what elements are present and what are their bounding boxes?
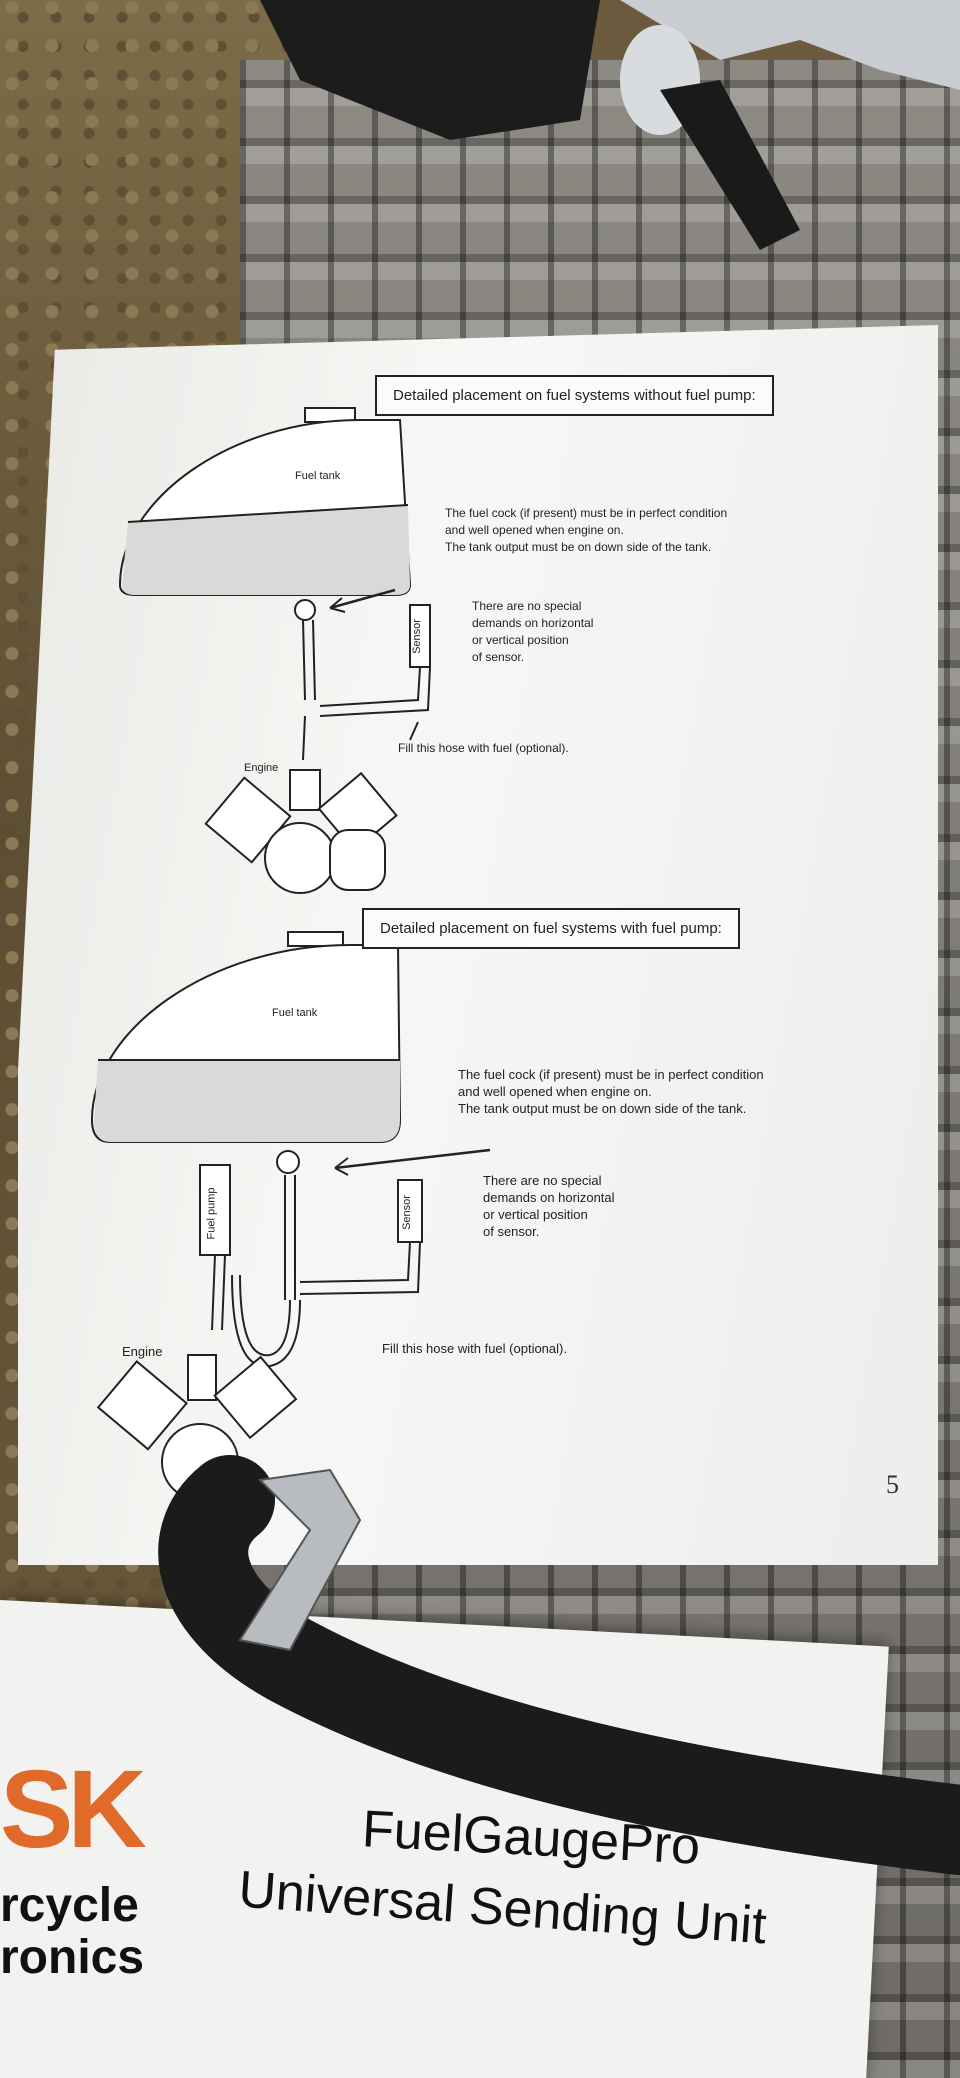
- section1-hose-note: Fill this hose with fuel (optional).: [398, 741, 569, 755]
- section2-cock-note: The fuel cock (if present) must be in pe…: [458, 1067, 764, 1116]
- hose-clamp: [238, 1468, 362, 1652]
- section1-title: Detailed placement on fuel systems witho…: [375, 375, 774, 416]
- logo-letters: SK: [0, 1748, 147, 1871]
- section2-engine-label: Engine: [122, 1344, 163, 1359]
- engine2-cylinders: [96, 1355, 298, 1451]
- section2-sensor-note: There are no special demands on horizont…: [483, 1173, 615, 1239]
- section1-cock-note: The fuel cock (if present) must be in pe…: [445, 506, 728, 554]
- section1-engine-label: Engine: [244, 762, 279, 774]
- section2-hose-note: Fill this hose with fuel (optional).: [382, 1341, 567, 1356]
- sensor2-box: [397, 1179, 423, 1243]
- logo-line2: ronics: [0, 1931, 145, 1984]
- page-number: 5: [886, 1470, 899, 1499]
- section2-tank-label: Fuel tank: [272, 1007, 318, 1019]
- section1-tank-label: Fuel tank: [295, 470, 341, 482]
- pump-box: [199, 1164, 231, 1256]
- logo-line1: rcycle: [0, 1879, 139, 1932]
- section2-title: Detailed placement on fuel systems with …: [362, 908, 740, 949]
- section1-sensor-note: There are no special demands on horizont…: [472, 599, 594, 664]
